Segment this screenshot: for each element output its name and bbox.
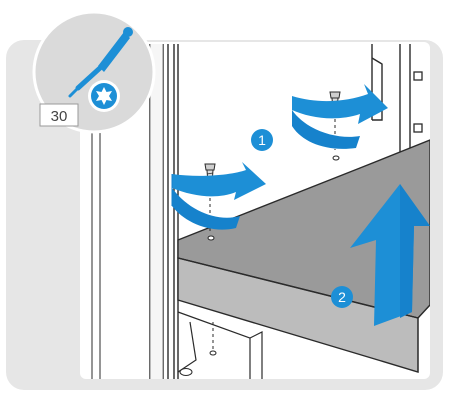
step-number-1: 1 [258,132,266,148]
step-number-2: 2 [338,289,346,305]
step-badge-1: 1 [251,129,273,151]
tool-badge: 30 [34,12,154,132]
step-badge-2: 2 [331,286,353,308]
tool-size-label: 30 [51,108,68,125]
